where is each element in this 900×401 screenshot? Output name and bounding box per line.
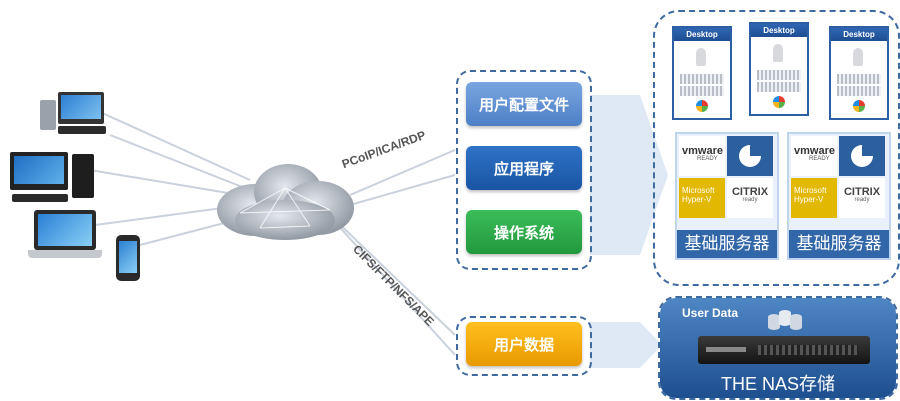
os-layer: 操作系统 (466, 210, 582, 254)
desktop-computer-icon (40, 92, 108, 136)
layer-stack-group: 用户配置文件 应用程序 操作系统 (456, 70, 592, 270)
pie-chart-icon (727, 136, 773, 176)
base-server-label: 基础服务器 (677, 230, 777, 258)
nas-storage-label: THE NAS存储 (720, 374, 835, 394)
arrow-top (590, 95, 668, 255)
base-server: vmware READY Microsoft Hyper-V CITRIX re… (787, 132, 891, 260)
app-bar-icon (757, 82, 801, 92)
app-bar-icon (757, 70, 801, 80)
desktop-computer-icon (10, 152, 100, 204)
citrix-ready-tile: CITRIX ready (839, 178, 885, 218)
app-bar-icon (837, 74, 881, 84)
nas-device-icon (698, 336, 870, 364)
user-icon (696, 48, 706, 66)
hyper-v-tile: Microsoft Hyper-V (791, 178, 837, 218)
database-icon (768, 310, 802, 332)
user-data-title: User Data (682, 306, 739, 320)
smartphone-icon (116, 235, 140, 281)
base-server: vmware READY Microsoft Hyper-V CITRIX re… (675, 132, 779, 260)
app-bar-icon (680, 74, 724, 84)
arrow-bottom (590, 322, 662, 368)
profile-layer: 用户配置文件 (466, 82, 582, 126)
storage-panel: User Data THE NAS存储 (658, 296, 898, 400)
user-icon (773, 44, 783, 62)
virtualization-panel: Desktop Desktop Desktop vmware READY Mic… (653, 10, 900, 286)
windows-logo-icon (696, 100, 708, 112)
app-bar-icon (837, 86, 881, 96)
windows-logo-icon (773, 96, 785, 108)
desktop-vm: Desktop (672, 26, 732, 120)
citrix-ready-tile: CITRIX ready (727, 178, 773, 218)
hyper-v-tile: Microsoft Hyper-V (679, 178, 725, 218)
laptop-icon (28, 210, 102, 260)
user-icon (853, 48, 863, 66)
vmware-ready-tile: vmware READY (791, 136, 837, 176)
base-server-label: 基础服务器 (789, 230, 889, 258)
desktop-vm: Desktop (749, 22, 809, 116)
pie-chart-icon (839, 136, 885, 176)
network-cloud-icon (217, 164, 354, 240)
user-data-layer: 用户数据 (466, 322, 582, 366)
apps-layer: 应用程序 (466, 146, 582, 190)
app-bar-icon (680, 86, 724, 96)
vmware-ready-tile: vmware READY (679, 136, 725, 176)
desktop-vm: Desktop (829, 26, 889, 120)
windows-logo-icon (853, 100, 865, 112)
user-data-group: 用户数据 (456, 316, 592, 376)
